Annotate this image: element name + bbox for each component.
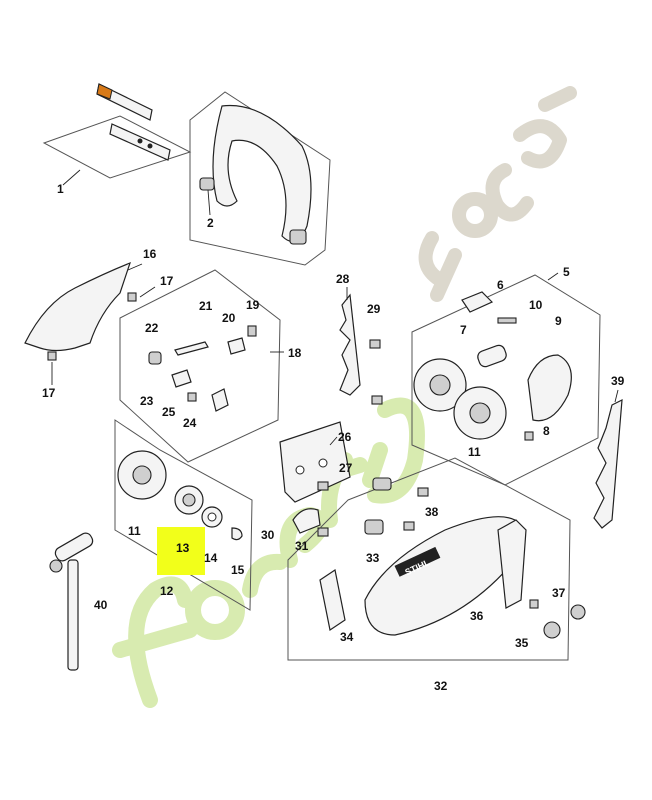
label-5: 5: [563, 265, 570, 279]
part-labels: 1 2 5 6 7 8 9 10 11 11 12 13 14 15 16 17…: [42, 182, 625, 693]
part-28-bumper-spike: [339, 287, 383, 405]
label-13: 13: [176, 541, 190, 555]
label-29: 29: [367, 302, 381, 316]
label-22: 22: [145, 321, 159, 335]
label-37: 37: [552, 586, 566, 600]
label-23: 23: [140, 394, 154, 408]
part-16-cover: [24, 261, 156, 385]
label-21: 21: [199, 299, 213, 313]
label-39: 39: [611, 374, 625, 388]
label-32: 32: [434, 679, 448, 693]
label-12: 12: [160, 584, 174, 598]
label-7: 7: [460, 323, 467, 337]
label-11a: 11: [128, 524, 141, 538]
part-39-bumper-spike: [593, 389, 623, 529]
label-26: 26: [338, 430, 352, 444]
label-20: 20: [222, 311, 236, 325]
label-25: 25: [162, 405, 176, 419]
part-1-decal-set: [42, 83, 192, 186]
label-18: 18: [288, 346, 302, 360]
label-35: 35: [515, 636, 529, 650]
label-36: 36: [470, 609, 484, 623]
label-33: 33: [366, 551, 380, 565]
label-16: 16: [143, 247, 157, 261]
part-26-guide-plate: [279, 421, 351, 537]
highlight-part-13: [157, 527, 205, 575]
label-10: 10: [529, 298, 543, 312]
label-6: 6: [497, 278, 504, 292]
label-30: 30: [261, 528, 275, 542]
label-1: 1: [57, 182, 64, 196]
label-15: 15: [231, 563, 245, 577]
label-38: 38: [425, 505, 439, 519]
label-14: 14: [204, 551, 218, 565]
label-11b: 11: [468, 445, 481, 459]
label-17a: 17: [160, 274, 174, 288]
label-40: 40: [94, 598, 108, 612]
label-9: 9: [555, 314, 562, 328]
part-40-wrench: [49, 532, 94, 671]
label-2: 2: [207, 216, 214, 230]
label-28: 28: [336, 272, 350, 286]
part-12-sprocket-group: [114, 419, 253, 611]
label-34: 34: [340, 630, 354, 644]
label-24: 24: [183, 416, 197, 430]
part-2-hand-guard: [189, 91, 331, 266]
part-5-oil-pump-group: [411, 272, 601, 486]
label-17b: 17: [42, 386, 56, 400]
part-18-chain-brake-group: [119, 269, 284, 463]
part-32-sprocket-cover-group: STIHL: [287, 457, 586, 661]
label-31: 31: [295, 539, 309, 553]
label-8: 8: [543, 424, 550, 438]
label-19: 19: [246, 298, 260, 312]
label-27: 27: [339, 461, 353, 475]
